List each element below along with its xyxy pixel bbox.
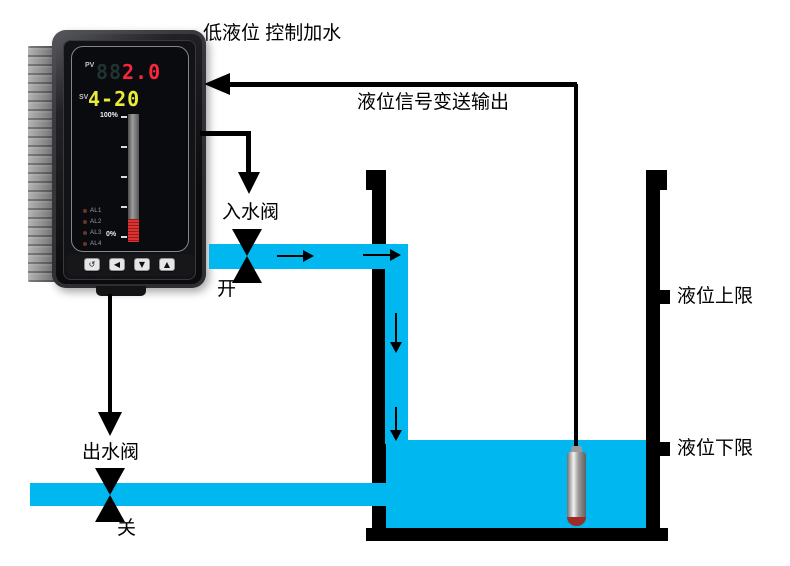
inlet-valve-symbol-top (232, 229, 262, 256)
flow-arrow-right-head (303, 250, 314, 262)
tank-right-wall (646, 170, 660, 541)
flow-arrow-right-line (363, 254, 391, 256)
cycle-button[interactable]: ↺ (84, 258, 100, 271)
flow-arrow-right-line (277, 255, 304, 257)
sv-label: SV (79, 94, 89, 101)
outlet-pipe (30, 483, 390, 506)
inlet-valve-symbol-bottom (232, 256, 262, 283)
caption-low-level-control: 低液位 控制加水 (203, 23, 342, 44)
instrument-bottom-tab (96, 286, 146, 296)
inlet-control-line-v (246, 131, 251, 173)
alarm-label: AL3 (90, 230, 102, 236)
outlet-valve-label: 出水阀 (82, 442, 140, 463)
bargraph-track (128, 114, 139, 242)
level-sensor-probe (567, 452, 586, 517)
inlet-control-line-h (200, 131, 251, 136)
outlet-control-arrowhead (98, 412, 122, 436)
tank-water (386, 440, 646, 528)
alarm-indicator-row: AL4 (83, 241, 102, 247)
alarm-indicator-row: AL2 (83, 219, 102, 225)
pv-label: PV (85, 62, 95, 69)
outlet-valve-symbol-top (95, 468, 125, 495)
probe-cable-gland (571, 446, 582, 454)
lower-limit-label: 液位下限 (677, 438, 754, 459)
bargraph-tick (121, 176, 127, 178)
outlet-valve-symbol-bottom (95, 495, 125, 522)
inlet-control-arrowhead (238, 172, 260, 194)
flow-arrow-down-head (390, 430, 402, 441)
flow-arrow-down-line (395, 313, 397, 343)
inlet-valve-label: 入水阀 (222, 202, 280, 223)
alarm-indicator-row: AL1 (83, 208, 102, 214)
bargraph-fill (128, 218, 139, 242)
pv-ghost-digits: 88 (96, 60, 123, 84)
alarm-led (83, 242, 87, 246)
lower-limit-marker (656, 442, 670, 456)
flow-arrow-down-line (395, 407, 397, 431)
bargraph-top-label: 100% (100, 112, 118, 119)
bargraph-tick (121, 206, 127, 208)
bargraph-tick (121, 236, 127, 238)
pv-value: 2.0 (122, 60, 162, 84)
flow-arrow-down-head (390, 342, 402, 353)
up-button[interactable]: ▲ (159, 258, 175, 271)
signal-arrowhead (204, 73, 230, 95)
alarm-led (83, 220, 87, 224)
alarm-led (83, 209, 87, 213)
shift-left-button[interactable]: ◀ (109, 258, 125, 271)
alarm-label: AL4 (90, 241, 102, 247)
flow-arrow-right-head (390, 249, 401, 261)
upper-limit-label: 液位上限 (677, 286, 754, 307)
tank-bottom (366, 528, 668, 541)
alarm-led (83, 231, 87, 235)
probe-tip (567, 517, 586, 526)
outlet-valve-state-label: 关 (117, 518, 137, 539)
bargraph-tick (121, 146, 127, 148)
upper-limit-marker (656, 290, 670, 304)
bargraph-bottom-label: 0% (106, 231, 117, 238)
signal-arrow-line (228, 82, 577, 87)
sv-value: 4-20 (88, 87, 141, 111)
caption-signal-output: 液位信号变送输出 (357, 92, 510, 113)
alarm-indicator-row: AL3 (83, 230, 102, 236)
inlet-valve-state-label: 开 (217, 279, 237, 300)
outlet-control-line-v (108, 294, 112, 412)
alarm-label: AL1 (90, 208, 102, 214)
down-button[interactable]: ▼ (134, 258, 150, 271)
sensor-cable (574, 84, 578, 452)
bargraph-tick (121, 116, 127, 118)
alarm-label: AL2 (90, 219, 102, 225)
